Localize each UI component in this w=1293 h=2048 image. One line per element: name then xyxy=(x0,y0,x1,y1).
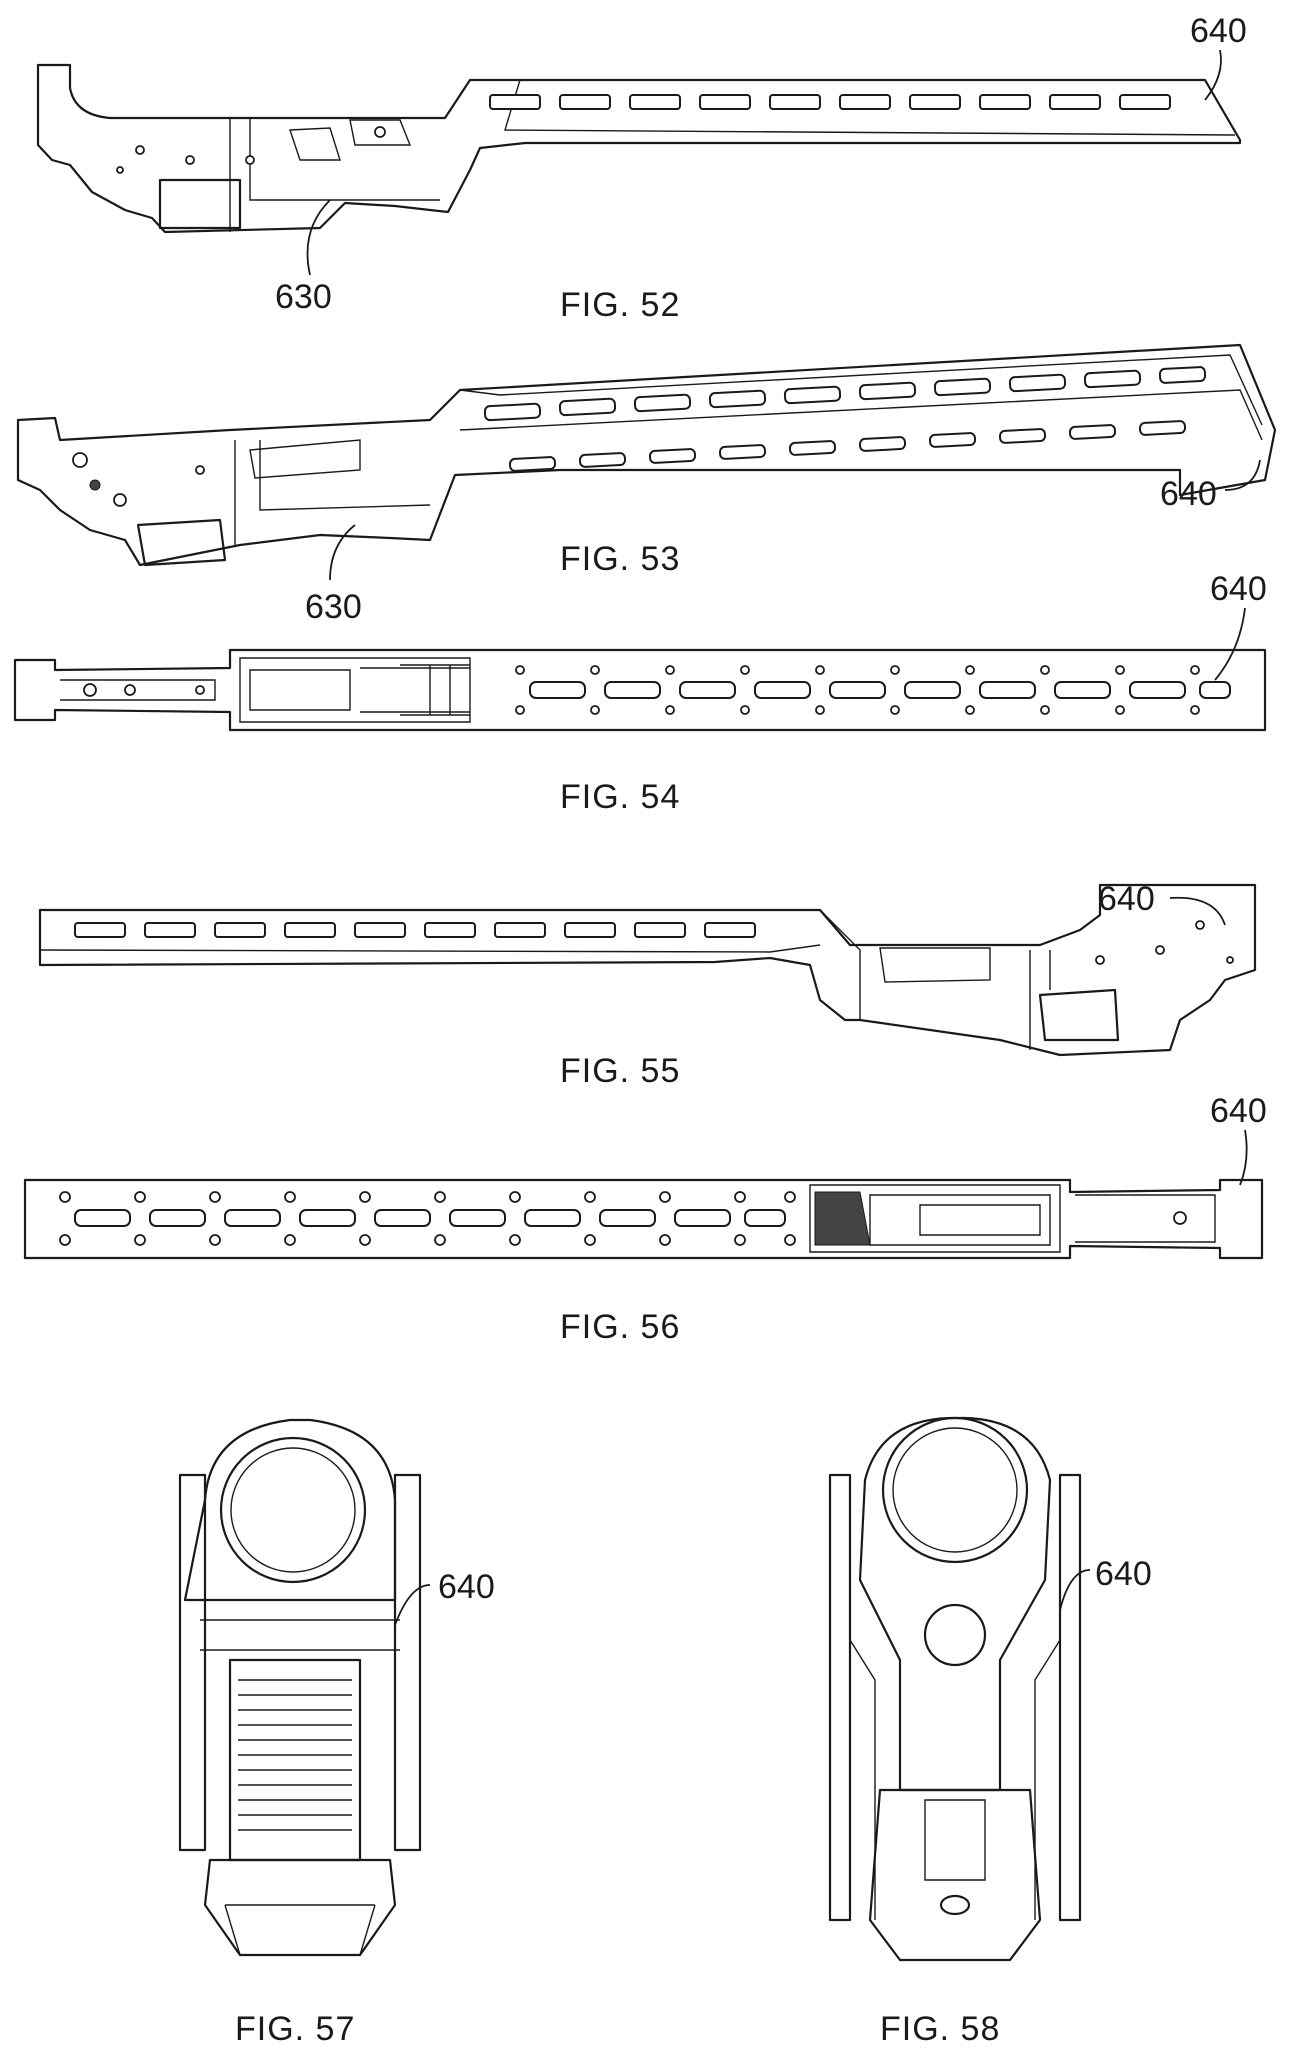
fig52-ref-630: 630 xyxy=(275,278,332,316)
fig57-640-leader xyxy=(394,1584,431,1626)
fig54-640-leader xyxy=(1214,607,1246,681)
fig58-640-leader xyxy=(1059,1569,1091,1611)
fig58-endview-drawing xyxy=(828,1416,1082,1962)
fig53-ref-640: 640 xyxy=(1160,475,1217,513)
figure-55: 640 FIG. 55 xyxy=(38,880,1257,1090)
fig56-640-leader xyxy=(1239,1129,1248,1186)
fig53-upper-slots xyxy=(483,366,1207,422)
fig56-caption: FIG. 56 xyxy=(560,1308,680,1346)
figure-58: 640 FIG. 58 xyxy=(828,1416,1152,2048)
fig53-ref-630: 630 xyxy=(305,588,362,626)
fig57-caption: FIG. 57 xyxy=(235,2010,355,2048)
fig55-640-leader xyxy=(1169,896,1226,926)
fig56-ref-640: 640 xyxy=(1210,1092,1267,1130)
fig52-ref-640: 640 xyxy=(1190,12,1247,50)
figure-52: 640 630 FIG. 52 xyxy=(36,12,1247,324)
fig53-receiver-drawing xyxy=(16,343,1277,567)
fig53-caption: FIG. 53 xyxy=(560,540,680,578)
fig54-caption: FIG. 54 xyxy=(560,778,680,816)
fig52-caption: FIG. 52 xyxy=(560,286,680,324)
fig57-ref-640: 640 xyxy=(438,1568,495,1606)
fig55-receiver-drawing xyxy=(38,883,1257,1057)
fig54-holes xyxy=(515,665,1200,715)
fig54-ref-640: 640 xyxy=(1210,570,1267,608)
figure-53: 640 630 FIG. 53 xyxy=(16,343,1277,626)
fig55-ref-640: 640 xyxy=(1098,880,1155,918)
fig56-holes xyxy=(59,1191,796,1246)
figure-57: 640 FIG. 57 xyxy=(178,1418,495,2048)
fig52-640-leader xyxy=(1204,49,1222,101)
figure-54: 640 FIG. 54 xyxy=(13,570,1267,816)
fig52-receiver-drawing xyxy=(36,63,1242,234)
fig52-slots xyxy=(489,94,1171,110)
fig53-630-leader xyxy=(329,524,356,581)
fig53-lower-slots xyxy=(508,420,1187,472)
fig54-slots xyxy=(529,681,1231,699)
fig56-bottomview-drawing xyxy=(23,1178,1264,1260)
fig53-640-leader xyxy=(1224,459,1261,491)
fig57-grip-ribs xyxy=(238,1679,352,1831)
fig54-topview-drawing xyxy=(13,648,1267,732)
fig56-slots xyxy=(74,1209,786,1227)
fig58-caption: FIG. 58 xyxy=(880,2010,1000,2048)
fig58-ref-640: 640 xyxy=(1095,1555,1152,1593)
fig55-slots xyxy=(74,922,756,938)
fig55-caption: FIG. 55 xyxy=(560,1052,680,1090)
figure-56: 640 FIG. 56 xyxy=(23,1092,1267,1346)
fig57-endview-drawing xyxy=(178,1418,422,1957)
fig52-630-leader xyxy=(306,199,331,276)
